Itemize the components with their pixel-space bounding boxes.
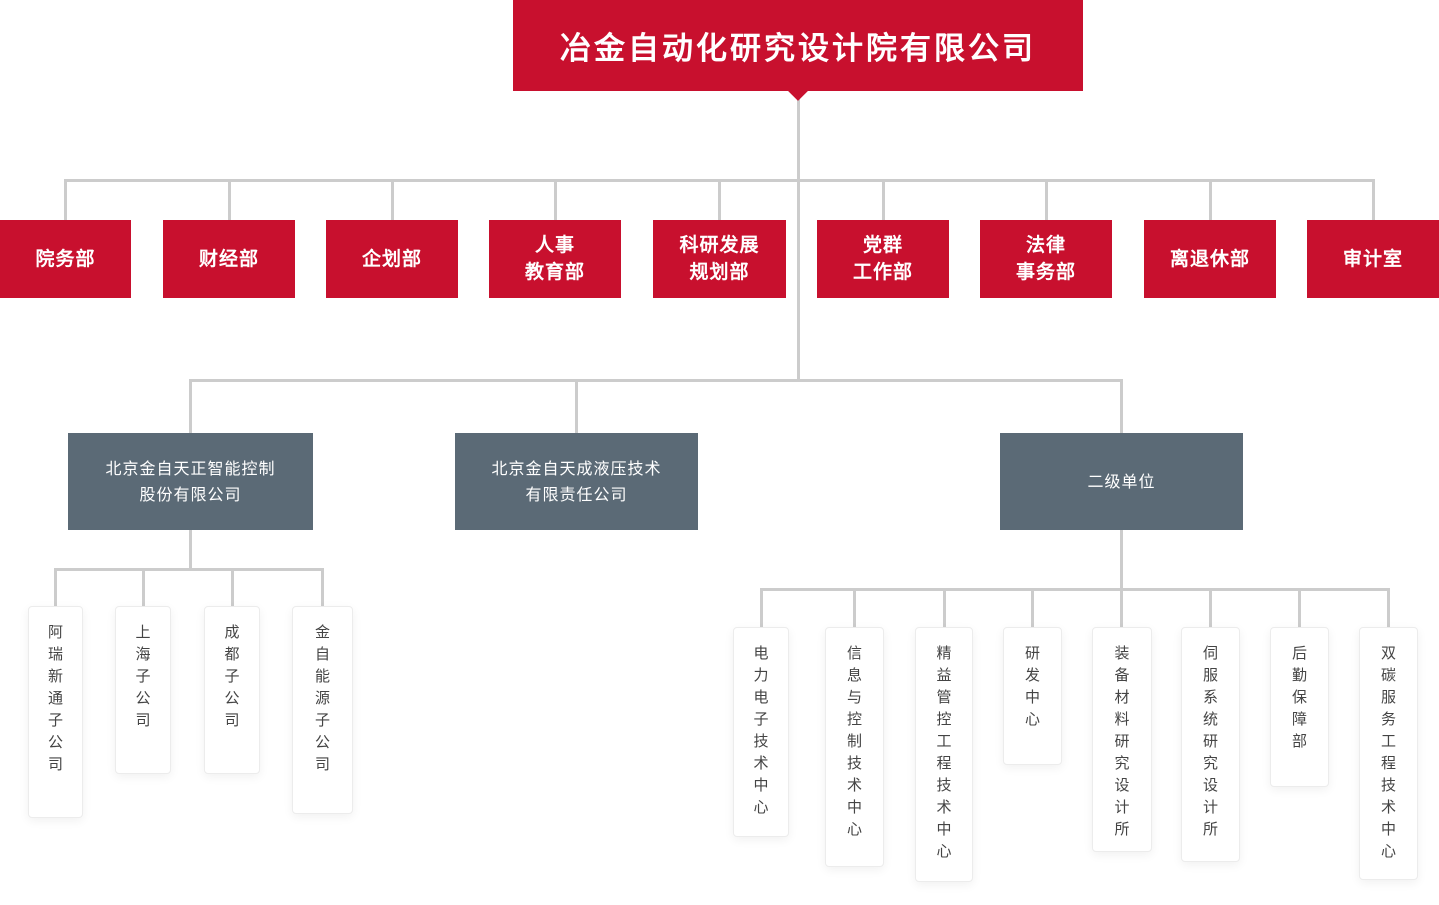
connector-dept-drop [882, 179, 885, 221]
dept-node-6: 党群 工作部 [817, 220, 949, 298]
dept-node-7: 法律 事务部 [980, 220, 1112, 298]
child-company-node-2: 上海子公司 [115, 606, 171, 774]
secondary-unit-node-1: 电力电子技术中心 [733, 627, 789, 837]
secondary-unit-node-5: 装备材料研究设计所 [1092, 627, 1152, 852]
connector-tianzheng-horizontal [54, 568, 324, 571]
org-root-node: 冶金自动化研究设计院有限公司 [513, 0, 1083, 91]
connector-unit-drop [760, 588, 763, 629]
connector-dept-drop [1372, 179, 1375, 221]
connector-dept-drop [391, 179, 394, 221]
child-company-node-1: 阿瑞新通子公司 [28, 606, 83, 818]
secondary-unit-node-6: 伺服系统研究设计所 [1181, 627, 1240, 862]
connector-dept-drop [228, 179, 231, 221]
connector-tianzheng-drop [142, 568, 145, 608]
connector-subsidiary-drop [189, 379, 192, 434]
secondary-unit-node-3: 精益管控工程技术中心 [915, 627, 973, 882]
connector-tianzheng-stem [189, 530, 192, 570]
subsidiary-node-1: 北京金自天正智能控制 股份有限公司 [68, 433, 313, 530]
connector-unit-drop [1209, 588, 1212, 629]
connector-unit-drop [1031, 588, 1034, 629]
secondary-unit-node-4: 研发中心 [1003, 627, 1062, 765]
secondary-unit-node-7: 后勤保障部 [1270, 627, 1329, 787]
connector-unit-drop [853, 588, 856, 629]
child-company-node-3: 成都子公司 [204, 606, 260, 774]
dept-node-4: 人事 教育部 [489, 220, 621, 298]
connector-units-horizontal [760, 588, 1389, 591]
connector-subsidiary-drop [1120, 379, 1123, 434]
connector-unit-drop [1387, 588, 1390, 629]
connector-dept-drop [1209, 179, 1212, 221]
connector-tianzheng-drop [321, 568, 324, 608]
connector-unit-drop [1120, 588, 1123, 629]
org-root-label: 冶金自动化研究设计院有限公司 [560, 31, 1036, 67]
connector-dept-drop [554, 179, 557, 221]
secondary-unit-node-2: 信息与控制技术中心 [825, 627, 884, 867]
connector-dept-drop [64, 179, 67, 221]
connector-tianzheng-drop [231, 568, 234, 608]
dept-node-8: 离退休部 [1144, 220, 1276, 298]
connector-dept-drop [718, 179, 721, 221]
connector-tianzheng-drop [54, 568, 57, 608]
dept-node-9: 审计室 [1307, 220, 1439, 298]
connector-unit-drop [943, 588, 946, 629]
connector-subsidiary-drop [575, 379, 578, 434]
dept-node-3: 企划部 [326, 220, 458, 298]
dept-node-1: 院务部 [0, 220, 131, 298]
dept-node-2: 财经部 [163, 220, 295, 298]
subsidiary-node-2: 北京金自天成液压技术 有限责任公司 [455, 433, 698, 530]
connector-trunk-vertical [797, 91, 800, 380]
connector-subsidiaries-horizontal [189, 379, 1123, 382]
connector-units-stem [1120, 530, 1123, 590]
connector-dept-drop [1045, 179, 1048, 221]
dept-node-5: 科研发展 规划部 [653, 220, 786, 298]
connector-unit-drop [1298, 588, 1301, 629]
child-company-node-4: 金自能源子公司 [292, 606, 353, 814]
secondary-unit-node-8: 双碳服务工程技术中心 [1359, 627, 1418, 880]
subsidiary-node-3: 二级单位 [1000, 433, 1243, 530]
